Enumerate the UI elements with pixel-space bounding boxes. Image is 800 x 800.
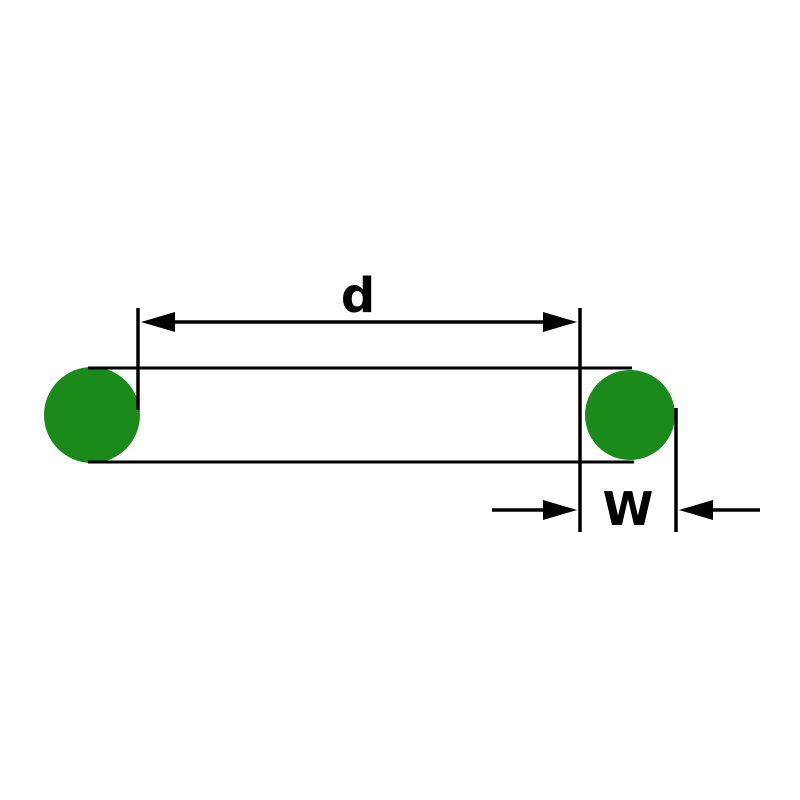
oring-cross-section-right-circle (585, 370, 675, 460)
width-label: W (603, 482, 654, 536)
width-arrowhead-right (679, 500, 713, 520)
diameter-arrowhead-right (543, 312, 577, 332)
width-arrowhead-left (543, 500, 577, 520)
oring-cross-section-left-circle (44, 367, 140, 463)
diameter-arrowhead-left (141, 312, 175, 332)
diameter-label: d (341, 268, 375, 324)
